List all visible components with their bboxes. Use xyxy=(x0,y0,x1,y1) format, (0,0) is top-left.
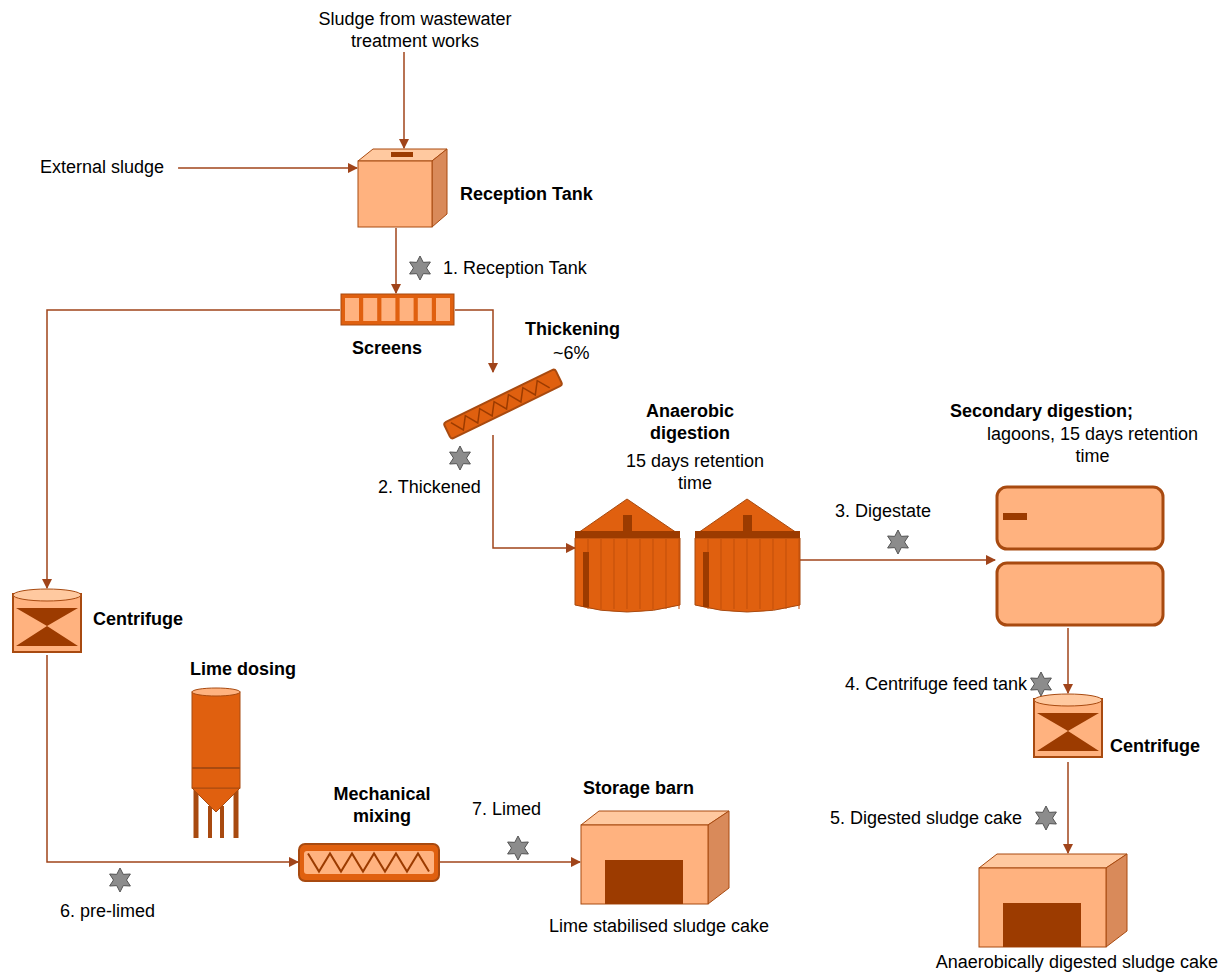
sample-point-label: 3. Digestate xyxy=(835,500,931,522)
screens-icon xyxy=(340,293,455,326)
node-text: Sludge from wastewater treatment works xyxy=(290,8,540,52)
node-heading: Screens xyxy=(352,337,422,359)
sampling-star xyxy=(110,868,131,892)
thickener-icon xyxy=(443,372,562,435)
storage-barn-icon xyxy=(580,810,730,905)
lime-silo: Lime dosing xyxy=(190,688,242,838)
node-text: lagoons, 15 days retention time xyxy=(975,423,1210,467)
mechanical-mixer-icon xyxy=(298,843,440,882)
thickener: Thickening~6% xyxy=(443,372,562,435)
node-text: Anaerobically digested sludge cake xyxy=(936,951,1218,973)
centrifuge-icon xyxy=(1033,693,1103,762)
sample-point-label: 6. pre-limed xyxy=(60,900,155,922)
sampling-star xyxy=(1036,806,1057,830)
screens: Screens xyxy=(340,293,455,326)
sample-point-label: 1. Reception Tank xyxy=(443,257,587,279)
sampling-star xyxy=(888,530,909,554)
anaerobic-digesters: Anaerobic digestion15 days retention tim… xyxy=(575,497,800,615)
flow-arrow xyxy=(178,167,357,169)
node-heading: Secondary digestion; xyxy=(950,400,1133,422)
anaerobic-digesters-icon xyxy=(575,497,800,615)
node-heading: Thickening xyxy=(525,318,620,340)
storage-barn-icon xyxy=(978,853,1128,945)
node-heading: Centrifuge xyxy=(1110,735,1200,757)
flow-arrow xyxy=(455,310,493,372)
flow-arrow xyxy=(1067,762,1069,853)
sample-point-label: 4. Centrifuge feed tank xyxy=(845,673,1027,695)
sampling-star xyxy=(1031,672,1052,696)
node-text: 15 days retention time xyxy=(620,450,770,494)
sampling-star xyxy=(508,836,529,860)
node-heading: Mechanical mixing xyxy=(317,783,447,827)
storage-barn: Storage barnLime stabilised sludge cake xyxy=(580,810,730,905)
node-heading: Centrifuge xyxy=(93,608,183,630)
node-heading: Reception Tank xyxy=(460,183,593,205)
lime-silo-icon xyxy=(190,688,242,838)
reception-tank: Reception Tank xyxy=(357,148,448,228)
flow-arrow xyxy=(395,228,397,293)
flow-arrow xyxy=(493,435,575,548)
node-heading: Storage barn xyxy=(583,777,694,799)
sample-point-label: 7. Limed xyxy=(472,798,541,820)
sample-point-label: 5. Digested sludge cake xyxy=(830,807,1022,829)
centrifuge-icon xyxy=(12,588,82,655)
flow-arrow xyxy=(47,655,298,862)
sampling-star xyxy=(450,446,471,470)
flow-arrow xyxy=(403,52,405,148)
node-text: External sludge xyxy=(40,156,164,178)
storage-barn: Anaerobically digested sludge cake xyxy=(978,853,1128,945)
mechanical-mixer: Mechanical mixing xyxy=(298,843,440,882)
reception-tank-icon xyxy=(357,148,448,228)
node-heading: Lime dosing xyxy=(190,658,296,680)
centrifuge: Centrifuge xyxy=(1033,693,1103,762)
secondary-lagoons-icon xyxy=(995,485,1165,628)
flow-arrow xyxy=(800,559,995,561)
source-label: Sludge from wastewater treatment works xyxy=(290,8,540,52)
flow-arrow xyxy=(1067,628,1069,693)
centrifuge: Centrifuge xyxy=(12,588,82,655)
node-text: ~6% xyxy=(553,342,590,364)
source-label: External sludge xyxy=(40,156,164,178)
flow-arrow xyxy=(440,861,580,863)
secondary-lagoons: Secondary digestion;lagoons, 15 days ret… xyxy=(995,485,1165,628)
sampling-star xyxy=(410,256,431,280)
flow-arrow xyxy=(47,310,340,588)
sample-point-label: 2. Thickened xyxy=(378,476,481,498)
node-text: Lime stabilised sludge cake xyxy=(548,915,770,937)
node-heading: Anaerobic digestion xyxy=(615,400,765,444)
